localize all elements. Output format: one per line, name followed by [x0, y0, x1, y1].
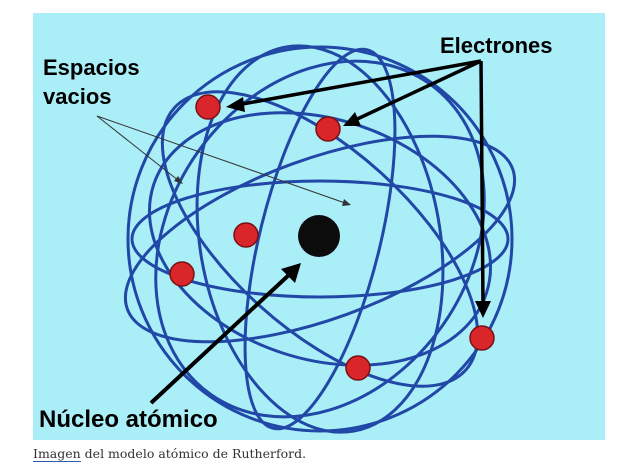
meridian-orbit-4 — [160, 90, 480, 388]
arrowhead-icon — [343, 112, 361, 126]
electron — [315, 116, 341, 142]
meridian-orbit-2 — [243, 47, 397, 431]
arrow-to-nucleus — [149, 271, 293, 405]
electron — [469, 325, 495, 351]
nucleus-label: Núcleo atómico — [39, 406, 218, 433]
electron — [195, 94, 221, 120]
arrowhead-icon — [281, 263, 301, 283]
nucleus-arrow — [149, 263, 301, 405]
atomic-model-diagram: Electrones Espacios vacios Núcleo atómic… — [33, 13, 605, 440]
electron — [169, 261, 195, 287]
pointer-line-2 — [96, 115, 346, 204]
empty-spaces-label-line2: vacios — [43, 84, 112, 109]
arrowhead-icon — [342, 199, 351, 206]
pointer-line-1 — [96, 115, 180, 182]
tilted-orbit-1 — [123, 134, 517, 344]
equatorial-orbit — [130, 179, 510, 299]
arrowhead-icon — [475, 301, 491, 318]
caption-text: del modelo atómico de Rutherford. — [80, 446, 307, 461]
caption-link-word[interactable]: Imagen — [33, 446, 81, 462]
meridian-orbit-1 — [195, 44, 445, 434]
arrow-to-electron-1 — [236, 59, 482, 107]
outer-sphere-orbit — [126, 45, 514, 433]
electron-group — [169, 94, 495, 381]
electron — [345, 355, 371, 381]
meridian-orbit-3 — [154, 59, 486, 419]
orbit-group — [123, 44, 517, 434]
electrons-label: Electrones — [440, 33, 553, 58]
figure-caption: Imagen del modelo atómico de Rutherford. — [33, 446, 307, 462]
arrowhead-icon — [174, 176, 183, 184]
electron — [233, 222, 259, 248]
empty-spaces-label-line1: Espacios — [43, 55, 140, 80]
electron-arrows — [226, 59, 491, 318]
empty-space-pointers — [96, 115, 351, 206]
arrow-to-electron-2 — [352, 59, 482, 123]
atomic-model-figure: Electrones Espacios vacios Núcleo atómic… — [33, 13, 605, 440]
arrowhead-icon — [226, 97, 245, 112]
atomic-nucleus — [298, 215, 340, 257]
arrow-to-electron-3 — [479, 60, 485, 306]
